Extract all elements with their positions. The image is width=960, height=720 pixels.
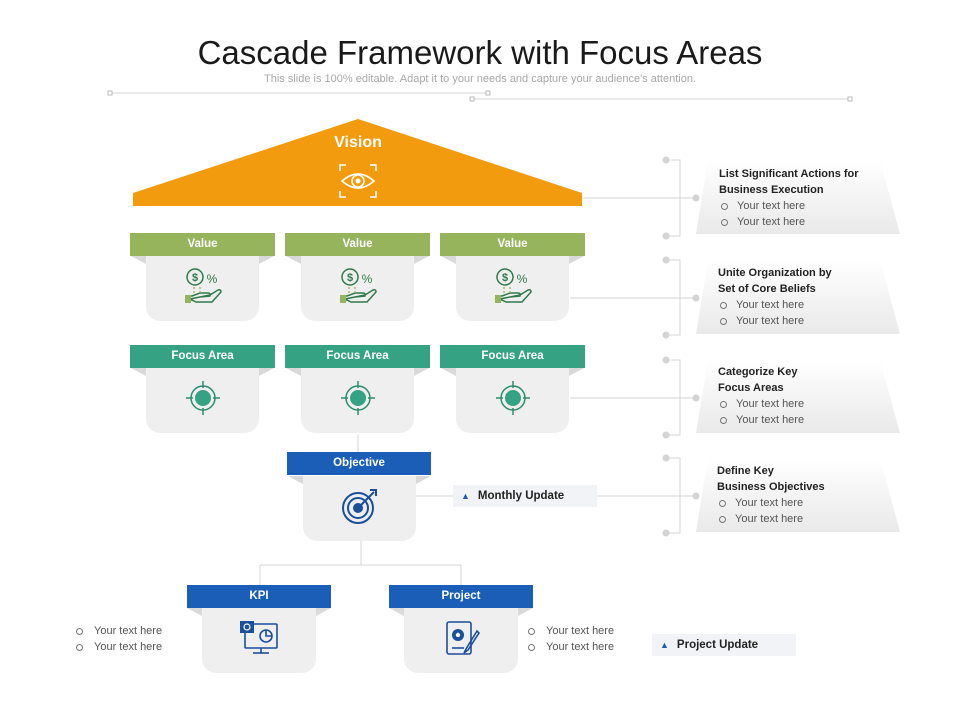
fold-decoration (187, 608, 202, 616)
money-hand-icon: $ % (492, 266, 534, 311)
fold-decoration (259, 368, 274, 376)
value-card: $ % (456, 256, 569, 321)
note-heading: Set of Core Beliefs (718, 283, 816, 295)
note-heading: List Significant Actions for (719, 168, 859, 180)
kpi-card (202, 608, 316, 673)
fold-decoration (286, 368, 301, 376)
note-heading: Unite Organization by (718, 267, 832, 279)
fold-decoration (518, 608, 533, 616)
project-bullet: Your text here (526, 639, 614, 655)
vision-label: Vision (334, 134, 382, 151)
focus-area-bar: Focus Area (130, 345, 275, 368)
money-hand-icon: $ % (182, 266, 224, 311)
svg-text:$: $ (346, 272, 352, 284)
project-bullet-list: Your text here Your text here (526, 623, 614, 655)
note-bullet: Your text here (717, 511, 825, 527)
note-heading: Business Objectives (717, 481, 825, 493)
note-bullet: Your text here (718, 412, 804, 428)
target-icon (495, 380, 531, 421)
fold-decoration (416, 476, 431, 484)
fold-decoration (441, 368, 456, 376)
fold-decoration (569, 256, 584, 264)
target-icon (340, 380, 376, 421)
fold-decoration (259, 256, 274, 264)
monthly-update-tag: ▲ Monthly Update (453, 485, 597, 507)
objective-card (303, 476, 416, 541)
value-bar: Value (440, 233, 585, 256)
value-bar: Value (130, 233, 275, 256)
value-card: $ % (146, 256, 259, 321)
page-subtitle: This slide is 100% editable. Adapt it to… (264, 73, 696, 85)
note-heading: Focus Areas (718, 382, 784, 394)
fold-decoration (316, 608, 331, 616)
fold-decoration (131, 368, 146, 376)
eye-icon (338, 163, 378, 199)
note-heading: Define Key (717, 465, 774, 477)
note-heading: Business Execution (719, 184, 824, 196)
value-bar: Value (285, 233, 430, 256)
money-hand-icon: $ % (337, 266, 379, 311)
target-arrow-icon (341, 487, 379, 530)
project-update-tag: ▲ Project Update (652, 634, 796, 656)
note-bullet: Your text here (718, 313, 832, 329)
kpi-bullet: Your text here (74, 639, 162, 655)
note-bullet: Your text here (718, 396, 804, 412)
triangle-up-icon: ▲ (461, 491, 470, 501)
fold-decoration (569, 368, 584, 376)
fold-decoration (414, 368, 429, 376)
page-title: Cascade Framework with Focus Areas (197, 34, 763, 71)
svg-text:$: $ (501, 272, 507, 284)
focus-area-card (456, 368, 569, 433)
note-bullet: Your text here (717, 495, 825, 511)
svg-text:$: $ (191, 272, 197, 284)
project-bullet: Your text here (526, 623, 614, 639)
fold-decoration (288, 476, 303, 484)
fold-decoration (441, 256, 456, 264)
note-4: Define Key Business Objectives Your text… (717, 463, 825, 527)
note-2: Unite Organization by Set of Core Belief… (718, 265, 832, 329)
note-3: Categorize Key Focus Areas Your text her… (718, 364, 804, 428)
note-bullet: Your text here (719, 214, 859, 230)
kpi-bar: KPI (187, 585, 331, 608)
project-update-label: Project Update (676, 639, 759, 651)
target-icon (185, 380, 221, 421)
note-bullet: Your text here (718, 297, 832, 313)
project-gear-icon (442, 619, 481, 662)
note-bullet: Your text here (719, 198, 859, 214)
focus-area-bar: Focus Area (440, 345, 585, 368)
fold-decoration (286, 256, 301, 264)
monthly-update-label: Monthly Update (477, 490, 565, 502)
svg-text:%: % (206, 272, 217, 286)
objective-bar: Objective (287, 452, 431, 475)
note-1: List Significant Actions for Business Ex… (719, 166, 859, 230)
fold-decoration (389, 608, 404, 616)
kpi-bullet-list: Your text here Your text here (74, 623, 162, 655)
triangle-up-icon: ▲ (660, 640, 669, 650)
focus-area-bar: Focus Area (285, 345, 430, 368)
svg-text:%: % (361, 272, 372, 286)
project-card (404, 608, 518, 673)
focus-area-card (301, 368, 414, 433)
svg-text:%: % (516, 272, 527, 286)
note-heading: Categorize Key (718, 366, 798, 378)
project-bar: Project (389, 585, 533, 608)
value-card: $ % (301, 256, 414, 321)
fold-decoration (414, 256, 429, 264)
kpi-dashboard-icon (239, 620, 279, 661)
kpi-bullet: Your text here (74, 623, 162, 639)
fold-decoration (131, 256, 146, 264)
focus-area-card (146, 368, 259, 433)
